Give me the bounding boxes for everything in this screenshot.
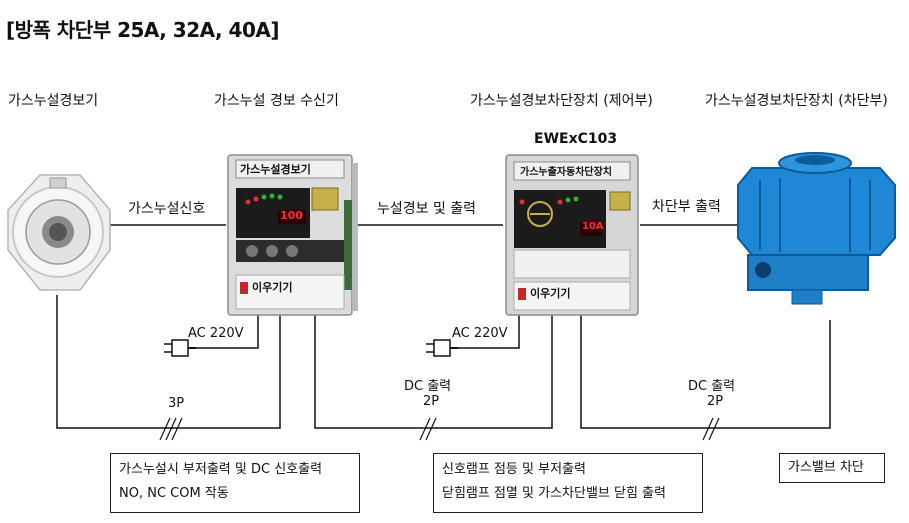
receiver-display: 100 (280, 209, 303, 222)
receiver-brand: 이우기기 (252, 281, 293, 294)
out3-wire-label: 2P (707, 394, 724, 409)
page-title: [방폭 차단부 25A, 32A, 40A] (6, 18, 280, 42)
wire-output-3 (580, 315, 831, 429)
receiver-panel-title: 가스누설경보기 (240, 163, 311, 176)
note-box-receiver-line1: 가스누설시 부저출력 및 DC 신호출력 (119, 462, 323, 477)
flow-controller-shutoff: 차단부 출력 (652, 199, 721, 215)
note-box-controller-line1: 신호램프 점등 및 부저출력 (442, 462, 586, 477)
shutoff-label: 가스누설경보차단장치 (차단부) (705, 93, 888, 109)
wire-output-1 (56, 295, 281, 429)
note-box-shutoff-line1: 가스밸브 차단 (788, 460, 864, 475)
controller-panel-title: 가스누출자동차단장치 (520, 167, 612, 178)
out3-label: DC 출력 (688, 379, 736, 394)
valve-actuator-device (737, 152, 896, 305)
note-box-shutoff: 가스밸브 차단 (779, 453, 885, 483)
wire-power-controller (458, 315, 520, 349)
detector-label: 가스누설경보기 (8, 93, 99, 109)
controller-display: 10A (582, 221, 604, 232)
note-box-receiver-line2: NO, NC COM 작동 (119, 486, 229, 501)
receiver-device (227, 154, 358, 316)
controller-device (505, 154, 639, 316)
out2-label: DC 출력 (404, 379, 452, 394)
wire-power-receiver (196, 315, 259, 349)
flow-receiver-controller: 누설경보 및 출력 (377, 201, 477, 217)
out1-wire-label: 3P (168, 396, 185, 411)
receiver-label: 가스누설 경보 수신기 (214, 93, 339, 109)
receiver-ac-label: AC 220V (188, 326, 244, 341)
controller-model: EWExC103 (534, 131, 618, 147)
note-box-controller: 신호램프 점등 및 부저출력 닫힘램프 점멸 및 가스차단밸브 닫힘 출력 (433, 453, 703, 513)
gas-detector-device (7, 174, 111, 291)
note-box-receiver: 가스누설시 부저출력 및 DC 신호출력 NO, NC COM 작동 (110, 453, 360, 513)
plug-icon-receiver (164, 339, 196, 357)
controller-label: 가스누설경보차단장치 (제어부) (470, 93, 653, 109)
flow-detector-receiver: 가스누설신호 (128, 201, 206, 217)
controller-brand: 이우기기 (530, 287, 571, 300)
note-box-controller-line2: 닫힘램프 점멸 및 가스차단밸브 닫힘 출력 (442, 486, 666, 501)
controller-ac-label: AC 220V (452, 326, 508, 341)
plug-icon-controller (426, 339, 458, 357)
wire-output-2 (314, 315, 553, 429)
out2-wire-label: 2P (423, 394, 440, 409)
